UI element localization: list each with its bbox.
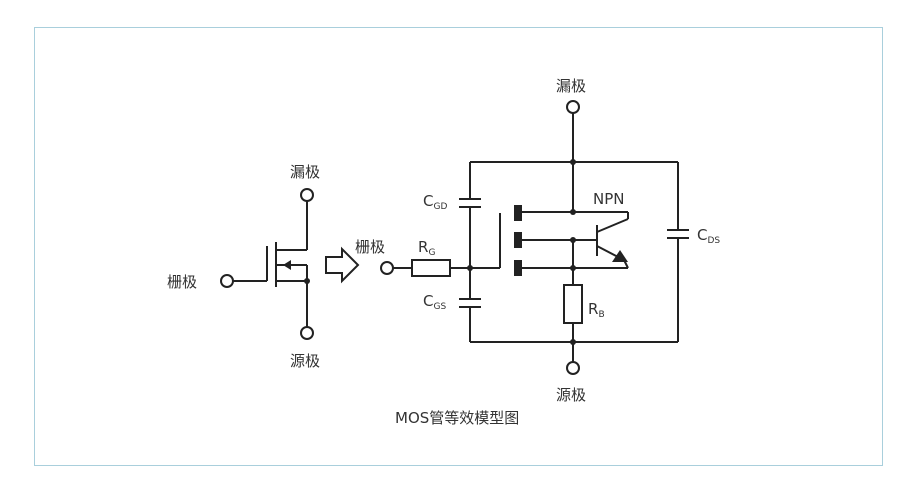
left-drain-terminal bbox=[300, 188, 314, 202]
mos-plate-drain bbox=[514, 205, 522, 221]
cgd-label: CGD bbox=[423, 192, 447, 212]
left-source-label: 源极 bbox=[290, 352, 320, 370]
mosfet-symbol bbox=[220, 188, 314, 340]
left-gate-terminal bbox=[220, 274, 234, 288]
cgs-label: CGS bbox=[423, 292, 446, 312]
rg-resistor bbox=[411, 259, 451, 277]
equivalent-model bbox=[380, 100, 689, 375]
model-source-terminal bbox=[566, 361, 580, 375]
npn-emitter-arrow bbox=[612, 250, 628, 262]
mos-plate-body bbox=[514, 232, 522, 248]
cds-label: CDS bbox=[697, 226, 720, 246]
model-drain-terminal bbox=[566, 100, 580, 114]
left-gate-label: 栅极 bbox=[167, 273, 197, 291]
rg-label: RG bbox=[418, 238, 435, 258]
model-gate-terminal bbox=[380, 261, 394, 275]
npn-label: NPN bbox=[593, 190, 625, 208]
model-drain-label: 漏极 bbox=[556, 77, 586, 95]
rb-resistor bbox=[563, 284, 583, 324]
transform-arrow-icon bbox=[325, 246, 360, 284]
diagram-caption: MOS管等效模型图 bbox=[395, 409, 519, 427]
model-gate-label: 栅极 bbox=[355, 238, 385, 256]
left-source-terminal bbox=[300, 326, 314, 340]
mos-plate-source bbox=[514, 260, 522, 276]
left-drain-label: 漏极 bbox=[290, 163, 320, 181]
model-source-label: 源极 bbox=[556, 386, 586, 404]
diagram-frame bbox=[34, 27, 883, 466]
rb-label: RB bbox=[588, 300, 605, 320]
